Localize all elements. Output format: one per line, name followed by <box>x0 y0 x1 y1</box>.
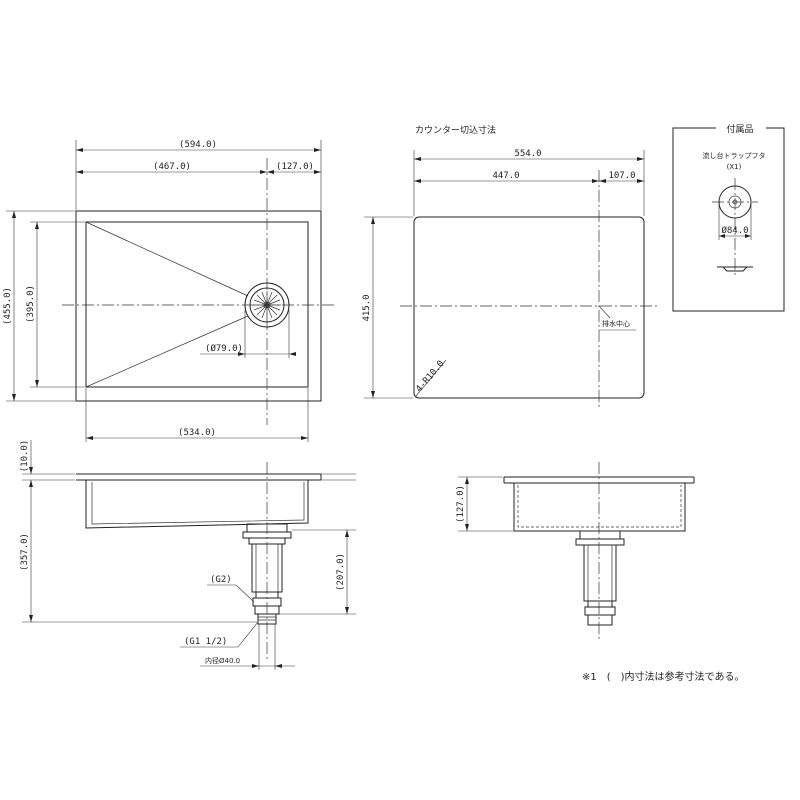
top-view: (594.0) (467.0) (127.0) (455.0) (395.0) … <box>3 140 334 442</box>
front-view: (127.0) <box>456 462 695 640</box>
cutout-view: カウンター切込寸法 554.0 447.0 107.0 415.0 4-R10.… <box>362 124 658 408</box>
dim-overall-depth: (455.0) <box>3 287 13 325</box>
dim-inner-width: (534.0) <box>178 428 216 438</box>
accessory-name: 流し台トラップフタ <box>703 151 766 160</box>
front-bowl <box>513 483 686 532</box>
dim-trap: (207.0) <box>336 553 346 591</box>
cutout-title: カウンター切込寸法 <box>415 124 496 136</box>
cutout-corner-radius: 4-R10.0 <box>414 359 446 394</box>
dim-flange: (10.0) <box>20 440 30 473</box>
footnote: ※1 ( )内寸法は参考寸法である。 <box>582 670 744 683</box>
front-dim-depth: (127.0) <box>456 485 466 523</box>
accessory-quantity: (X1) <box>727 163 742 171</box>
accessory-box: 付属品 流し台トラップフタ (X1) Ø84.0 <box>672 122 785 312</box>
trap-cover-side-icon <box>717 266 753 272</box>
slope-line-bottom <box>85 315 249 388</box>
sink-bowl <box>85 221 309 388</box>
side-view: (10.0) (357.0) (207.0) (G2) (G1 1/2) 内径Ø… <box>20 440 356 670</box>
thread-g1: (G1 1/2) <box>184 637 227 647</box>
inner-diameter: 内径Ø40.0 <box>205 656 240 665</box>
dim-overall-width: (594.0) <box>179 140 217 150</box>
drain-center-label: 排水中心 <box>602 319 630 328</box>
accessory-title: 付属品 <box>726 124 753 135</box>
dim-drain-offset: (127.0) <box>276 162 314 172</box>
front-trap-assembly <box>575 530 625 626</box>
cutout-dim-to-drain: 447.0 <box>492 171 519 181</box>
cutout-outline <box>413 216 645 399</box>
accessory-dim-diameter: Ø84.0 <box>721 225 748 236</box>
thread-g2: (G2) <box>210 575 232 585</box>
side-bowl <box>85 480 309 529</box>
dim-height: (357.0) <box>20 533 30 571</box>
dim-inner-depth: (395.0) <box>26 285 36 323</box>
sink-outer-rim <box>75 210 322 402</box>
cutout-dim-depth: 415.0 <box>362 294 372 321</box>
dim-drain-diameter: (Ø79.0) <box>205 343 243 354</box>
cutout-dim-drain-offset: 107.0 <box>608 171 635 181</box>
cutout-dim-width: 554.0 <box>514 149 541 159</box>
dim-to-drain: (467.0) <box>153 162 191 172</box>
slope-line-top <box>85 221 249 297</box>
